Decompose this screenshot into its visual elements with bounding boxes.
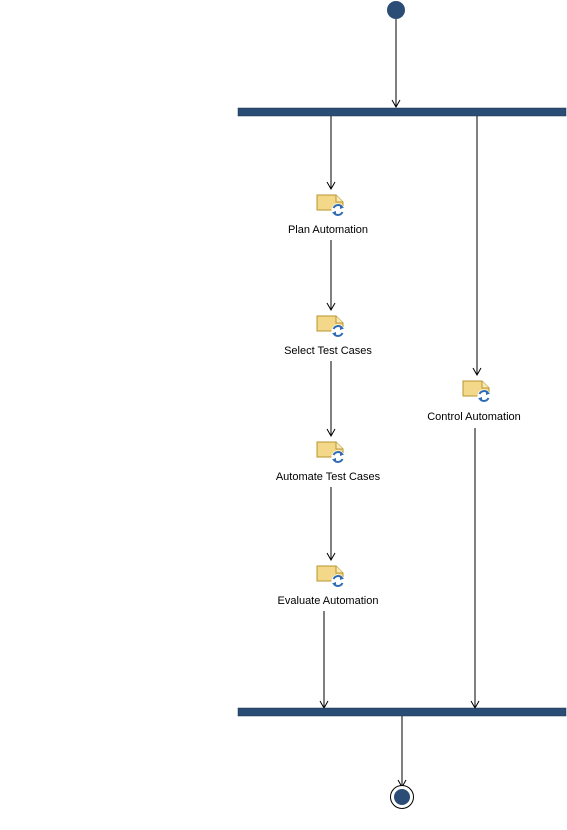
workflow-activity-icon[interactable]	[462, 380, 494, 404]
workflow-activity-icon[interactable]	[316, 441, 348, 465]
final-node	[394, 789, 410, 805]
activity-label-evaluate: Evaluate Automation	[277, 595, 379, 607]
control-nodes	[237, 1, 567, 809]
join-bar	[237, 707, 567, 717]
workflow-activity-icon[interactable]	[316, 194, 348, 218]
workflow-activity-icon[interactable]	[316, 565, 348, 589]
initial-node	[387, 1, 405, 19]
activity-label-select: Select Test Cases	[284, 345, 372, 357]
activity-label-automate: Automate Test Cases	[275, 471, 381, 483]
activity-label-control: Control Automation	[427, 411, 521, 423]
fork-bar	[237, 107, 567, 117]
activity-label-plan: Plan Automation	[287, 224, 369, 236]
control-flows	[319, 19, 482, 789]
workflow-activity-icon[interactable]	[316, 315, 348, 339]
